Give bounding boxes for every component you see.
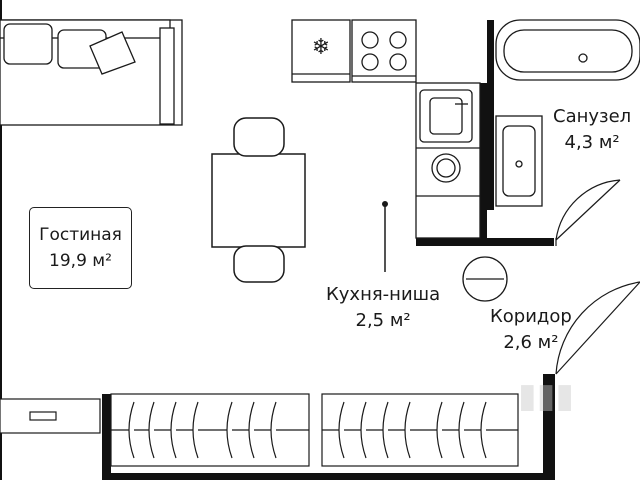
kitchen-label: Кухня-ниша 2,5 м² bbox=[326, 282, 440, 334]
right-bottom-wall bbox=[543, 374, 555, 480]
dining-table bbox=[211, 117, 306, 283]
living-room-area: 19,9 м² bbox=[49, 251, 112, 271]
sofa bbox=[0, 19, 183, 126]
watermark-logo: ▮▮▮ bbox=[518, 376, 575, 416]
wardrobe-right bbox=[321, 393, 519, 467]
shelf bbox=[0, 398, 101, 434]
bathroom-door bbox=[555, 179, 621, 246]
bathroom-name: Санузел bbox=[553, 106, 632, 127]
bathroom-sink bbox=[495, 115, 543, 207]
bathroom-label: Санузел 4,3 м² bbox=[553, 104, 631, 156]
bottom-wall bbox=[102, 473, 552, 480]
bathtub bbox=[495, 19, 640, 81]
bathroom-wall-left bbox=[487, 20, 494, 210]
stove bbox=[351, 19, 417, 83]
corridor-stool bbox=[462, 256, 508, 302]
kitchen-sink bbox=[415, 82, 481, 239]
kitchen-area: 2,5 м² bbox=[355, 310, 411, 331]
left-wall bbox=[0, 0, 2, 480]
svg-text:❄: ❄ bbox=[312, 35, 330, 60]
kitchen-bottom-wall bbox=[416, 238, 486, 246]
corridor-label: Коридор 2,6 м² bbox=[490, 304, 572, 356]
bathroom-area: 4,3 м² bbox=[564, 132, 620, 153]
corridor-area: 2,6 м² bbox=[503, 332, 559, 353]
corridor-name: Коридор bbox=[490, 306, 572, 327]
fridge: ❄ bbox=[291, 19, 351, 83]
living-room-name: Гостиная bbox=[39, 225, 122, 245]
kitchen-name: Кухня-ниша bbox=[326, 284, 441, 305]
living-room-label: Гостиная 19,9 м² bbox=[29, 207, 132, 289]
bathroom-bottom-wall bbox=[486, 238, 554, 246]
wardrobe-left bbox=[110, 393, 310, 467]
window-left-wall bbox=[102, 394, 111, 480]
partition-wall bbox=[480, 83, 487, 245]
entrance-door bbox=[555, 281, 640, 375]
